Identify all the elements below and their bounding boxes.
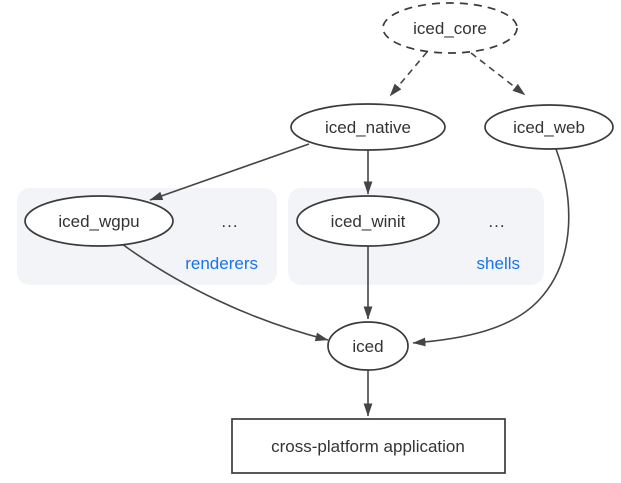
node-label-iced: iced: [352, 337, 383, 356]
edge-iced-core-to-iced-native: [389, 51, 428, 97]
group-label-shells: shells: [477, 254, 520, 273]
renderers-ellipsis: ...: [221, 212, 238, 231]
node-label-iced-wgpu: iced_wgpu: [58, 212, 139, 231]
node-iced-winit: [296, 195, 440, 247]
node-iced-web: [484, 104, 614, 150]
edge-iced-wgpu-to-iced: [121, 243, 329, 342]
node-label-cross-platform-application: cross-platform application: [271, 437, 465, 456]
node-label-iced-web: iced_web: [513, 118, 585, 137]
node-iced: [327, 321, 409, 371]
edge-iced-native-to-iced-wgpu: [149, 143, 310, 201]
node-label-iced-native: iced_native: [325, 118, 411, 137]
node-label-iced-winit: iced_winit: [331, 212, 406, 231]
edge-iced-web-to-iced: [412, 148, 570, 347]
node-iced-wgpu: [24, 195, 174, 247]
node-iced-native: [290, 103, 446, 151]
node-iced-core: [382, 2, 518, 54]
shells-ellipsis: ...: [488, 212, 505, 231]
group-label-renderers: renderers: [185, 254, 258, 273]
edge-iced-core-to-iced-web: [470, 52, 526, 96]
node-cross-platform-application: [231, 418, 506, 474]
node-label-iced-core: iced_core: [413, 19, 487, 38]
